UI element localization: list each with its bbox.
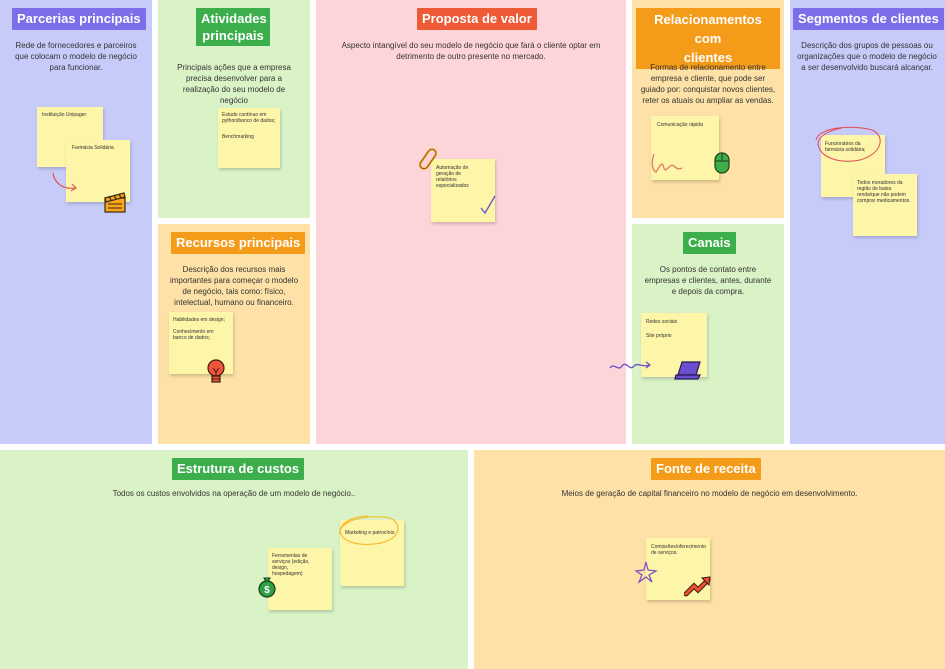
panel-estrutura-de-custos: Estrutura de custos Todos os custos envo… [0, 450, 468, 669]
squiggle-arrow-icon [609, 361, 651, 369]
panel-description: Formas de relacionamento entre empresa e… [640, 63, 776, 105]
sticky-note[interactable]: Todos moradores da região de baixa renda… [853, 174, 917, 236]
panel-canais: Canais Os pontos de contato entre empres… [609, 224, 784, 444]
panel-proposta-de-valor: Proposta de valor Aspecto intangível do … [316, 0, 626, 444]
paperclip-icon [418, 148, 438, 170]
svg-text:$: $ [264, 585, 270, 596]
note-text: Marketing e patrocínio [345, 530, 395, 536]
lightbulb-icon [207, 359, 225, 383]
panel-segmentos-de-clientes: Segmentos de clientes Descrição dos grup… [790, 0, 945, 444]
note-text: Habilidades em design; [173, 317, 225, 323]
panel-description: Principais ações que a empresa precisa d… [177, 63, 291, 105]
panel-title: Proposta de valor [417, 8, 537, 30]
sticky-note[interactable]: Marketing e patrocínio [340, 520, 404, 586]
panel-description: Todos os custos envolvidos na operação d… [112, 489, 356, 498]
circle-highlight-icon [815, 126, 881, 162]
panel-title-line: principais [202, 28, 264, 43]
star-icon [634, 561, 658, 584]
panel-relacionamentos-com-clientes: Relacionamentos com clientes Formas de r… [632, 0, 784, 218]
panel-title-line: Relacionamentos com [654, 12, 762, 46]
scribble-icon [651, 153, 683, 173]
panel-description: Descrição dos grupos de pessoas ou organ… [797, 41, 937, 72]
panel-description: Rede de fornecedores e parceiros que col… [15, 41, 137, 72]
panel-parcerias-principais: Parcerias principais Rede de fornecedore… [0, 0, 152, 444]
panel-title-line: Atividades [201, 11, 267, 26]
panel-description: Meios de geração de capital financeiro n… [561, 489, 858, 498]
panel-title: Segmentos de clientes [793, 8, 944, 30]
laptop-icon [674, 361, 701, 380]
mouse-icon [714, 152, 730, 174]
note-text: Instituição Unipager [42, 112, 87, 118]
panel-atividades-principais: Atividades principais Principais ações q… [158, 0, 310, 218]
note-text: Site próprio [646, 333, 672, 339]
note-text: Automação de geração de relatórios espec… [436, 165, 469, 189]
panel-description: Os pontos de contato entre empresas e cl… [644, 265, 772, 296]
note-text: Ferramentas de serviços (edição, design,… [272, 553, 310, 577]
panel-title: Estrutura de custos [172, 458, 305, 480]
note-text: Farmácia Solidária [72, 145, 114, 151]
sticky-note[interactable]: Ferramentas de serviços (edição, design,… [268, 548, 332, 610]
panel-title: Atividades principais [196, 8, 270, 46]
panel-title: Recursos principais [171, 232, 306, 254]
note-text: Todos moradores da região de baixa renda… [857, 180, 911, 204]
sticky-note[interactable]: Estudo contínuo em python/banco de dados… [218, 108, 280, 168]
sticky-note[interactable]: Farmácia Solidária [66, 140, 130, 202]
panel-title: Fonte de receita [651, 458, 761, 480]
panel-recursos-principais: Recursos principais Descrição dos recurs… [158, 224, 310, 444]
note-text: Estudo contínuo em python/banco de dados… [222, 112, 276, 124]
arrow-icon [52, 172, 77, 192]
panel-title-line: clientes [683, 50, 733, 65]
trend-up-arrow-icon [684, 576, 711, 597]
note-text: Comunicação rápida [657, 122, 703, 128]
clapperboard-icon [104, 192, 126, 213]
circle-highlight-icon [339, 515, 399, 545]
panel-description: Descrição dos recursos mais importantes … [169, 265, 299, 307]
panel-title: Parcerias principais [12, 8, 146, 30]
checkmark-icon [480, 195, 496, 215]
sticky-note[interactable]: Comunicação rápida [651, 116, 719, 180]
note-text: Conhecimento em banco de dados; [173, 329, 214, 341]
note-text: Benchmarking [222, 134, 254, 140]
panel-description: Aspecto intangível do seu modelo de negó… [341, 41, 601, 61]
note-text: Funcionários da farmácia solidária; [825, 141, 866, 153]
note-text: Comissões/oferecimento de serviços. [651, 544, 707, 556]
note-text: Redes sociais [646, 319, 678, 325]
panel-title: Canais [683, 232, 736, 254]
panel-fonte-de-receita: Fonte de receita Meios de geração de cap… [474, 450, 945, 669]
panel-title: Relacionamentos com clientes [636, 8, 780, 69]
money-bag-icon: $ [258, 577, 276, 598]
